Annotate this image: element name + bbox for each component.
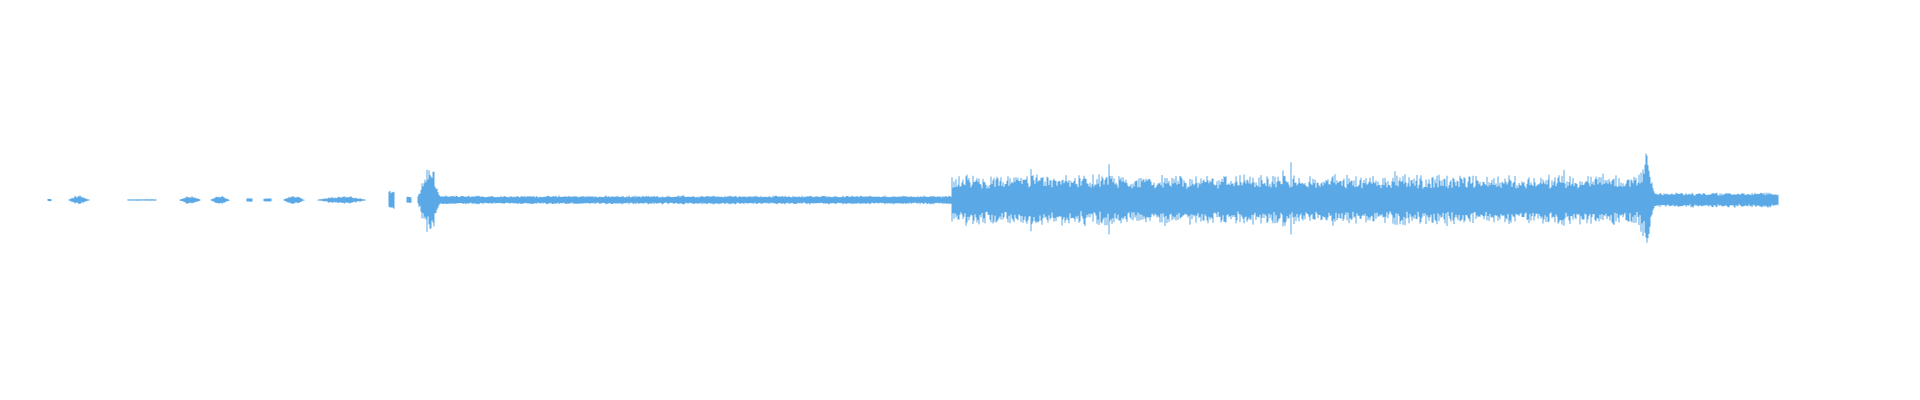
waveform-segment <box>317 196 366 204</box>
waveform-segment-path <box>246 198 253 202</box>
waveform-segment <box>283 196 305 204</box>
waveform-segment-path <box>1634 153 1657 243</box>
waveform-segment <box>47 198 52 202</box>
waveform-segment <box>406 196 412 203</box>
waveform-segment-path <box>283 196 305 204</box>
waveform-segment <box>1634 153 1657 243</box>
waveform-segment <box>210 196 230 204</box>
waveform-segment-path <box>317 196 366 204</box>
waveform-segment-path <box>47 198 52 202</box>
waveform-segment-path <box>406 196 412 203</box>
waveform-segment-path <box>263 198 272 202</box>
waveform-segment <box>179 196 201 204</box>
waveform-segment <box>388 190 395 209</box>
waveform-segment <box>263 198 272 202</box>
waveform-segment-path <box>127 199 157 201</box>
waveform-segment <box>68 195 90 204</box>
waveform-segment-path <box>179 196 201 204</box>
waveform-segment-path <box>951 162 1637 235</box>
waveform-segment-path <box>210 196 230 204</box>
waveform-segment-path <box>68 195 90 204</box>
waveform-segment <box>127 199 157 201</box>
waveform-segment <box>246 198 253 202</box>
waveform-segment <box>951 162 1637 235</box>
waveform-segment-path <box>388 190 395 209</box>
waveform-samples <box>47 153 1779 243</box>
